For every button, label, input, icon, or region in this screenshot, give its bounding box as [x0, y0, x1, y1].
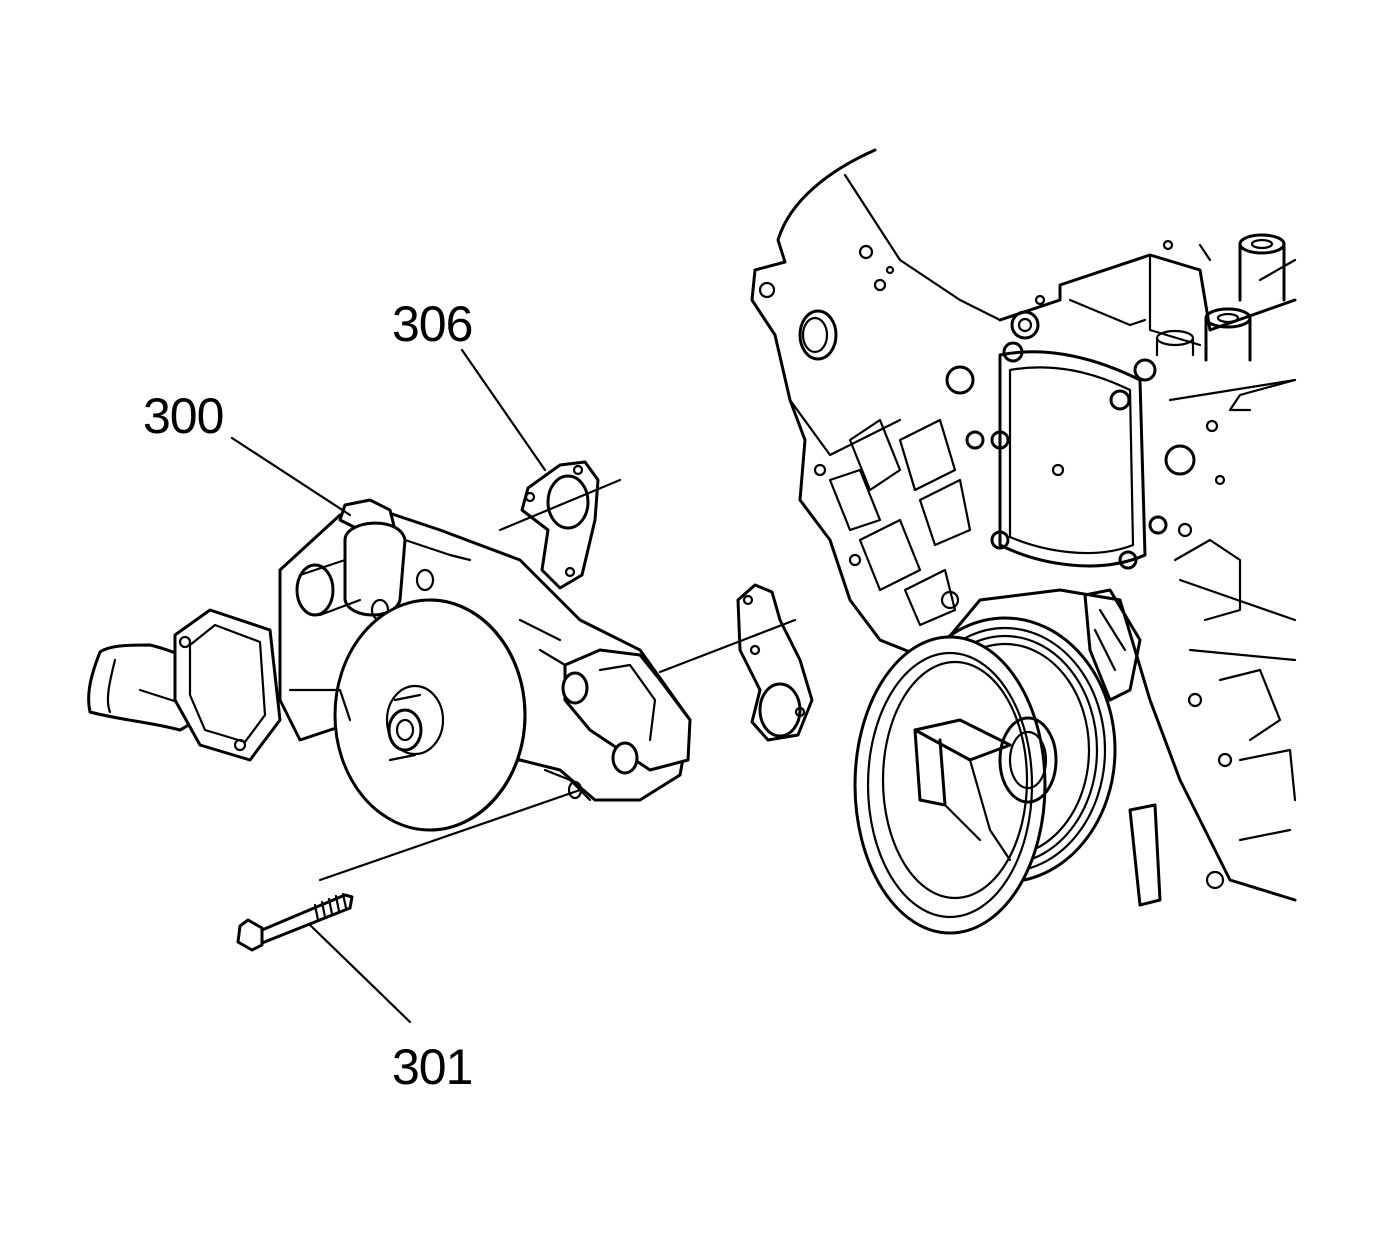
gasket-upper [520, 460, 600, 590]
water-pump [87, 498, 692, 832]
leader-line-301 [308, 923, 412, 1024]
alignment-line-bolt [318, 788, 582, 882]
alignment-line-upper [498, 478, 622, 532]
callout-306: 306 [392, 296, 473, 352]
leader-line-306 [460, 348, 547, 472]
bolt [236, 892, 354, 952]
callout-300: 300 [143, 388, 224, 444]
alignment-line-lower [658, 618, 797, 674]
callout-301: 301 [392, 1039, 473, 1095]
leader-line-300 [230, 436, 352, 517]
engine-front-cover [750, 148, 1297, 907]
crankshaft-balancer [853, 616, 1117, 935]
gasket-lower [736, 583, 814, 742]
